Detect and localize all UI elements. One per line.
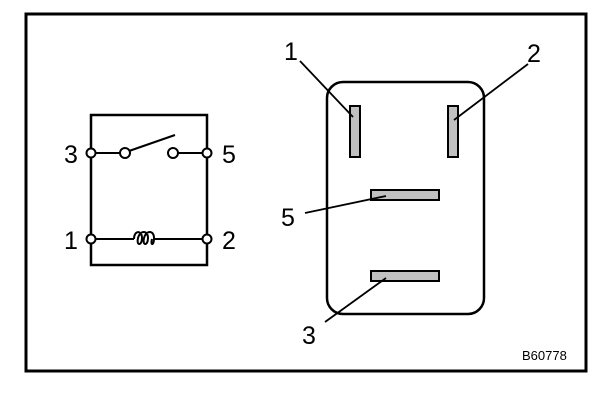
schematic-label-3: 3 (64, 141, 78, 169)
connector-terminal-5 (370, 189, 440, 201)
connector-terminal-3 (370, 270, 440, 282)
terminal-5-dot (201, 147, 213, 159)
connector-label-3: 3 (302, 322, 316, 350)
terminal-3-dot (85, 147, 97, 159)
leader-line-3 (324, 277, 387, 323)
relay-schematic: 3 5 1 2 (64, 113, 236, 267)
schematic-label-5: 5 (222, 141, 236, 169)
connector-label-2: 2 (527, 40, 541, 68)
connector-terminal-1 (349, 105, 361, 158)
terminal-1-dot (85, 233, 97, 245)
relay-body (89, 113, 209, 267)
connector-label-5: 5 (281, 204, 295, 232)
schematic-label-1: 1 (64, 227, 78, 255)
relay-coil (91, 231, 207, 246)
leader-line-5 (304, 195, 387, 214)
connector-terminal-2 (447, 105, 459, 158)
connector-label-1: 1 (284, 38, 298, 66)
leader-line-2 (453, 63, 529, 121)
connector-view: 1 2 5 3 (281, 38, 541, 350)
schematic-label-2: 2 (222, 227, 236, 255)
leader-line-1 (299, 60, 354, 118)
terminal-2-dot (201, 233, 213, 245)
figure-code: B60778 (522, 348, 567, 363)
